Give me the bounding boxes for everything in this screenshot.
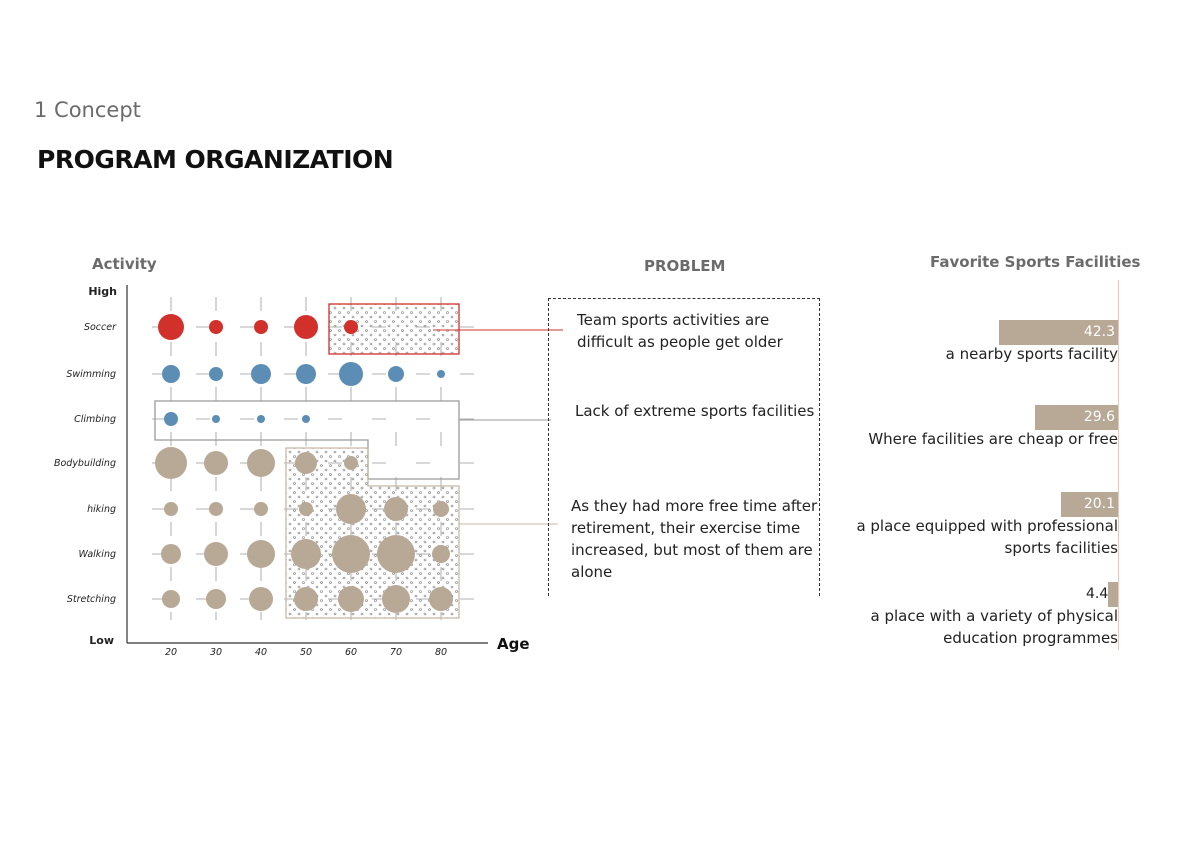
bubble-stretching-20 [162, 590, 180, 608]
bubble-bodybuilding-20 [155, 447, 187, 479]
bubble-walking-30 [204, 542, 228, 566]
problem-box [548, 298, 820, 596]
problem-title: PROBLEM [644, 257, 726, 275]
favorite-label-line: a place with a variety of physical [870, 607, 1118, 625]
problem-line: alone [571, 563, 613, 581]
y-low-label: Low [89, 634, 114, 647]
bubble-hiking-40 [254, 502, 268, 516]
bubble-stretching-30 [206, 589, 226, 609]
bubble-soccer-50 [294, 315, 318, 339]
problem-line: difficult as people get older [577, 333, 783, 351]
favorite-bar-label: a nearby sports facility [838, 343, 1118, 365]
bubble-walking-80 [432, 545, 450, 563]
bubble-climbing-50 [302, 415, 310, 423]
problem-team-sports: Team sports activities are difficult as … [577, 309, 783, 353]
bubble-hiking-70 [384, 497, 408, 521]
bubble-bodybuilding-40 [247, 449, 275, 477]
bubble-bodybuilding-30 [204, 451, 228, 475]
favorite-bar: 42.3 [999, 320, 1118, 345]
x-tick-label: 50 [300, 647, 312, 658]
page-title: PROGRAM ORGANIZATION [37, 145, 394, 174]
bubble-hiking-60 [336, 494, 366, 524]
problem-line: retirement, their exercise time [571, 519, 801, 537]
favorite-label-line: Where facilities are cheap or free [868, 430, 1118, 448]
problem-extreme-sports: Lack of extreme sports facilities [575, 400, 814, 422]
problem-alone: As they had more free time after retirem… [571, 495, 817, 583]
y-tick-label: Bodybuilding [54, 458, 116, 469]
favorite-label-line: a nearby sports facility [945, 345, 1118, 363]
problem-line: As they had more free time after [571, 497, 818, 515]
bubble-walking-20 [161, 544, 181, 564]
bubble-hiking-50 [299, 502, 313, 516]
x-tick-label: 70 [390, 647, 402, 658]
y-tick-label: Climbing [74, 414, 116, 425]
bubble-bodybuilding-60 [344, 456, 358, 470]
bubble-hiking-80 [433, 501, 449, 517]
favorite-label-line: sports facilities [1004, 539, 1118, 557]
y-tick-label: Swimming [66, 369, 116, 380]
bubble-marks [155, 314, 453, 613]
x-tick-label: 80 [435, 647, 447, 658]
y-high-label: High [88, 285, 117, 298]
favorite-label-line: a place equipped with professional [856, 517, 1118, 535]
favorite-bar-label: a place equipped with professional sports… [838, 515, 1118, 559]
favorite-bar: 20.1 [1061, 492, 1118, 517]
x-tick-label: 20 [165, 647, 177, 658]
bubble-stretching-80 [429, 587, 453, 611]
bubble-bodybuilding-50 [295, 452, 317, 474]
favorite-bar-label: a place with a variety of physical educat… [838, 605, 1118, 649]
x-tick-label: 30 [210, 647, 222, 658]
favorite-label-line: education programmes [943, 629, 1118, 647]
bubble-stretching-60 [338, 586, 364, 612]
bubble-walking-40 [247, 540, 275, 568]
x-tick-label: 60 [345, 647, 357, 658]
favorite-facilities-title: Favorite Sports Facilities [930, 253, 1141, 271]
bubble-walking-60 [332, 535, 370, 573]
bubble-swimming-50 [296, 364, 316, 384]
bubble-hiking-30 [209, 502, 223, 516]
bubble-swimming-20 [162, 365, 180, 383]
chart-title: Activity [92, 255, 157, 273]
favorite-axis-line [1118, 280, 1119, 650]
problem-line: Lack of extreme sports facilities [575, 402, 815, 420]
bubble-soccer-40 [254, 320, 268, 334]
y-tick-label: Soccer [84, 322, 117, 333]
y-tick-label: hiking [87, 504, 116, 515]
x-tick-label: 40 [255, 647, 267, 658]
bubble-climbing-20 [164, 412, 178, 426]
problem-line: increased, but most of them are [571, 541, 813, 559]
bubble-soccer-60 [344, 320, 358, 334]
bubble-hiking-20 [164, 502, 178, 516]
bubble-walking-70 [377, 535, 415, 573]
favorite-bar: 4.4 [1086, 582, 1118, 607]
favorite-bar-label: Where facilities are cheap or free [838, 428, 1118, 450]
bubble-climbing-40 [257, 415, 265, 423]
bubble-swimming-30 [209, 367, 223, 381]
bubble-stretching-40 [249, 587, 273, 611]
problem-connectors [433, 329, 563, 525]
y-tick-label: Walking [78, 549, 116, 560]
bubble-soccer-30 [209, 320, 223, 334]
senior-alone-highlight [285, 447, 460, 619]
bubble-stretching-70 [382, 585, 410, 613]
bubble-swimming-80 [437, 370, 445, 378]
bubble-swimming-40 [251, 364, 271, 384]
bubble-climbing-30 [212, 415, 220, 423]
y-tick-label: Stretching [67, 594, 116, 605]
bubble-walking-50 [291, 539, 321, 569]
bubble-swimming-60 [339, 362, 363, 386]
problem-line: Team sports activities are [577, 311, 770, 329]
bubble-stretching-50 [294, 587, 318, 611]
x-axis-label: Age [497, 635, 530, 653]
bubble-soccer-20 [158, 314, 184, 340]
favorite-bar: 29.6 [1034, 405, 1118, 430]
section-label: 1 Concept [34, 98, 141, 122]
chart-axes [126, 285, 488, 644]
bubble-swimming-70 [388, 366, 404, 382]
